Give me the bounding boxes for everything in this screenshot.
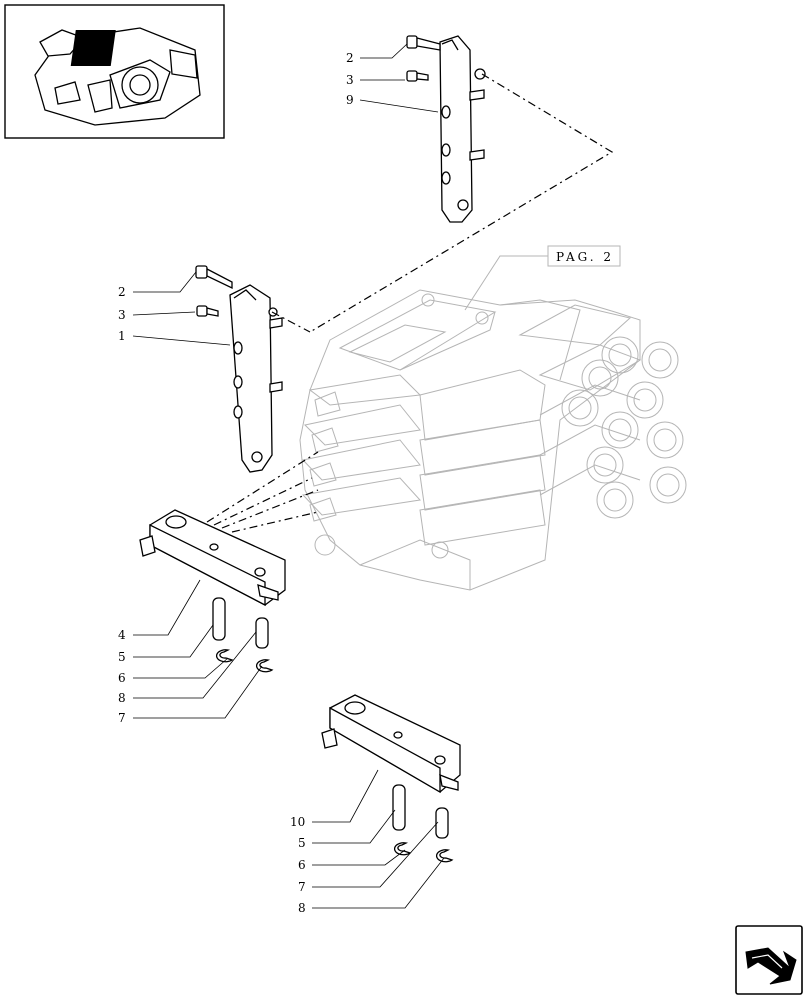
callout-group-mid-lever: 2 3 1 (118, 285, 126, 343)
callout-group-link-b: 10 5 6 7 8 (290, 815, 306, 915)
callout-mid-bolt: 2 (118, 285, 126, 299)
callout-link-a-pin: 5 (118, 650, 126, 664)
nav-button[interactable] (735, 925, 803, 995)
clip-b-left (393, 842, 412, 856)
bolt-upper (406, 35, 441, 51)
callout-mid-lever: 1 (118, 329, 126, 343)
pin-b-left (392, 784, 406, 831)
assembly-thumbnail[interactable] (4, 4, 225, 139)
screw-upper (406, 70, 429, 82)
pin-a-left (212, 597, 226, 641)
callout-link-b-pin: 5 (298, 836, 306, 850)
control-valve-block (299, 289, 687, 591)
page-reference-label: PAG. 2 (556, 250, 614, 264)
callout-mid-screw: 3 (118, 308, 126, 322)
callout-group-upper-lever: 2 3 9 (346, 51, 354, 107)
link-bracket-b (321, 694, 461, 794)
callout-upper-screw: 3 (346, 73, 354, 87)
callout-upper-lever: 9 (346, 93, 354, 107)
curved-arrow-icon (745, 947, 797, 985)
pin-b-right (435, 807, 449, 839)
callout-link-a-bracket: 4 (118, 628, 126, 642)
callout-link-a-pin-short: 8 (118, 691, 126, 705)
callout-link-b-bracket: 10 (290, 815, 305, 829)
callout-link-b-clip: 6 (298, 858, 306, 872)
leader-lines (132, 43, 445, 909)
lever-arm-mid (229, 284, 283, 473)
callout-group-link-a: 4 5 6 8 7 (118, 628, 126, 725)
page-reference-box[interactable]: PAG. 2 (464, 245, 621, 311)
lever-arm-upper (439, 35, 486, 223)
assembly-thumbnail-icon (34, 27, 201, 126)
clip-b-right (435, 849, 454, 863)
callout-link-b-pin-short: 8 (298, 901, 306, 915)
bolt-mid (195, 265, 233, 290)
callout-link-b-clip-short: 7 (298, 880, 306, 894)
assembly-guide-lines (206, 73, 614, 533)
callout-link-a-clip-short: 7 (118, 711, 126, 725)
callout-link-a-clip: 6 (118, 671, 126, 685)
screw-mid (196, 305, 219, 317)
clip-a-left (215, 649, 234, 663)
callout-upper-bolt: 2 (346, 51, 354, 65)
pin-a-right (255, 617, 269, 649)
link-bracket-a (139, 509, 286, 607)
